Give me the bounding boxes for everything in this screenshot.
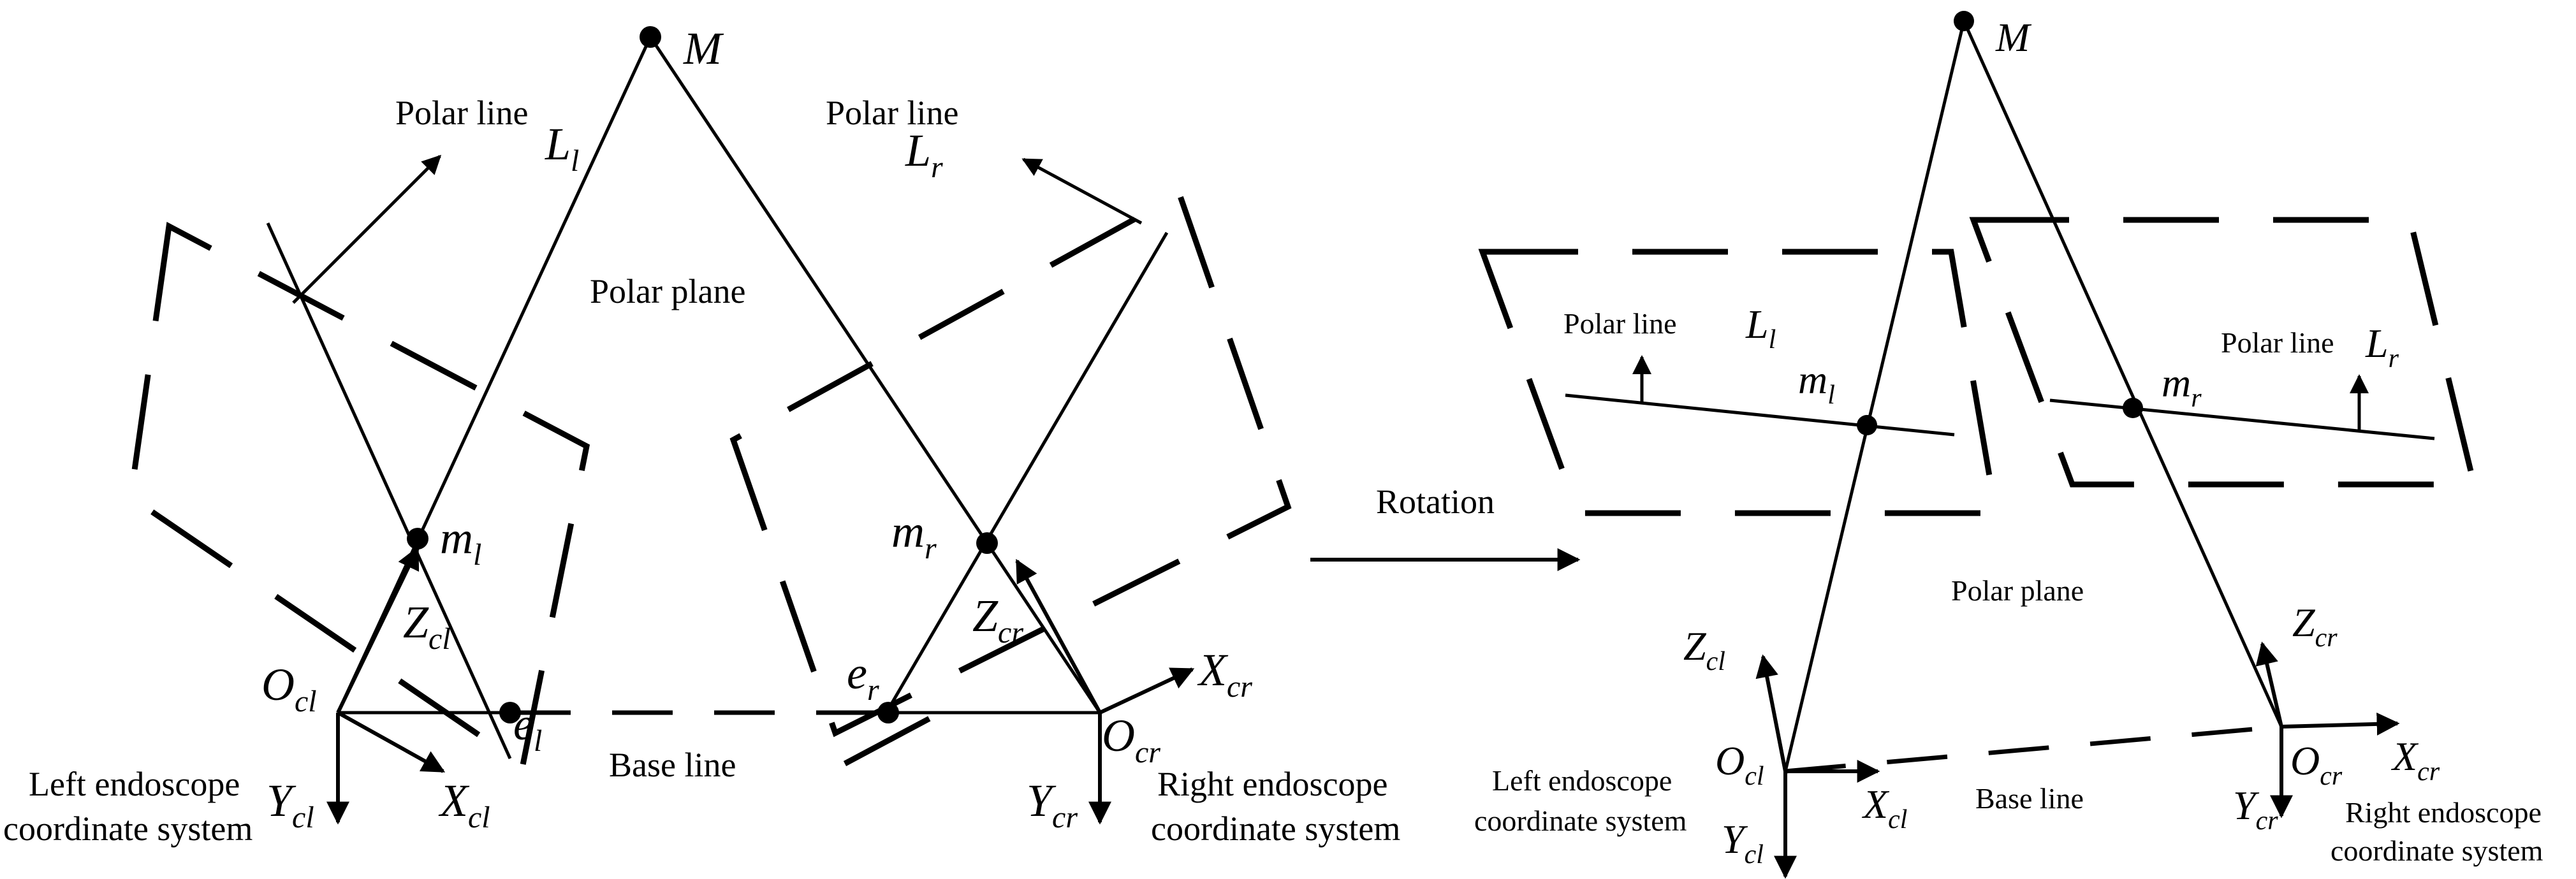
right-polar-line [884,231,1169,714]
label-polar-plane: Polar plane [1951,574,2084,607]
label-right-system-1: Right endoscope [1157,765,1387,803]
label-Y-cl: Ycl [267,775,314,834]
point-er-dot [877,702,899,723]
label-Z-cl: Zcl [1683,623,1725,676]
rotation-transition: Rotation [1310,483,1581,571]
left-rectified-plane [1478,249,2000,516]
right-polar-line-arrow [1021,157,1143,225]
label-right-system-1: Right endoscope [2345,796,2542,829]
polar-plane-edge-left [336,36,652,714]
label-O-cl: Ocl [261,659,317,718]
right-polar-line [2049,398,2435,440]
label-polar-line-right: Polar line [2221,326,2334,359]
point-mr-dot [2123,398,2143,418]
label-X-cr: Xcr [1197,644,1252,704]
label-m-right: mr [2162,360,2202,413]
point-mr-dot [976,532,998,554]
label-L-left: Ll [545,119,579,178]
point-M-dot [640,26,661,48]
label-Z-cr: Zcr [972,590,1023,650]
label-polar-line-left: Polar line [395,94,528,132]
label-X-cr: Xcr [2390,734,2440,787]
Z-cl-axis [1755,654,1787,772]
right-image-plane [729,190,1292,737]
point-ml-dot [1857,415,1877,435]
label-right-system-2: coordinate system [1151,810,1400,848]
label-O-cr: Ocr [1102,710,1160,769]
X-cl-axis [337,711,446,773]
polar-plane-edge-right [1962,20,2283,728]
label-polar-line-left: Polar line [1563,307,1677,340]
label-Z-cl: Zcl [403,597,451,656]
label-m-right: mr [891,506,937,565]
polar-plane-edge-left [1783,20,1966,772]
Z-cl-axis [336,546,420,714]
left-polar-line [266,222,512,760]
right-plane-stub [843,710,942,766]
label-base-line: Base line [609,746,736,784]
label-L-left: Ll [1745,301,1776,354]
Z-cr-axis [2255,641,2283,727]
Z-cr-axis [1015,558,1102,714]
label-Y-cr: Ycr [2233,783,2278,836]
label-X-cl: Xcl [438,775,490,834]
point-ml-dot [407,528,428,549]
point-el-dot [499,702,521,723]
left-polar-line-arrow [292,154,442,304]
left-polar-line [1565,393,1955,437]
label-L-right: Lr [2365,321,2399,374]
label-Y-cr: Ycr [1027,775,1078,834]
label-O-cr: Ocr [2290,738,2343,791]
label-left-system-2: coordinate system [1474,804,1687,837]
label-M: M [1995,15,2032,60]
label-base-line: Base line [1975,782,2084,815]
point-M-dot [1954,11,1974,31]
label-m-left: ml [440,512,481,572]
label-e-l: el [513,699,542,758]
label-polar-line-right: Polar line [826,94,958,132]
label-rotation: Rotation [1376,483,1495,521]
label-m-left: ml [1798,357,1835,410]
label-right-system-2: coordinate system [2331,834,2543,867]
label-Z-cr: Zcr [2292,600,2338,653]
label-X-cl: Xcl [1861,781,1907,834]
left-image-plane [128,222,590,770]
X-cr-axis [1099,667,1195,715]
label-left-system-1: Left endoscope [29,765,240,803]
label-O-cl: Ocl [1715,738,1764,791]
label-Y-cl: Ycl [1722,817,1764,869]
label-L-right: Lr [905,125,943,184]
label-e-r: er [847,648,879,707]
polar-plane-edge-right [648,36,1102,714]
label-M: M [683,23,724,74]
right-diagram: M Polar line Ll Polar line Lr ml mr Pola… [1474,11,2543,879]
label-polar-plane: Polar plane [590,272,745,310]
left-diagram: M Polar line Ll Polar line Lr Polar plan… [3,23,1400,848]
label-left-system-2: coordinate system [3,810,252,848]
base-line-dashed [1785,724,2282,774]
X-cr-axis [2281,712,2400,736]
label-left-system-1: Left endoscope [1492,764,1672,797]
right-rectified-plane [1969,217,2478,488]
